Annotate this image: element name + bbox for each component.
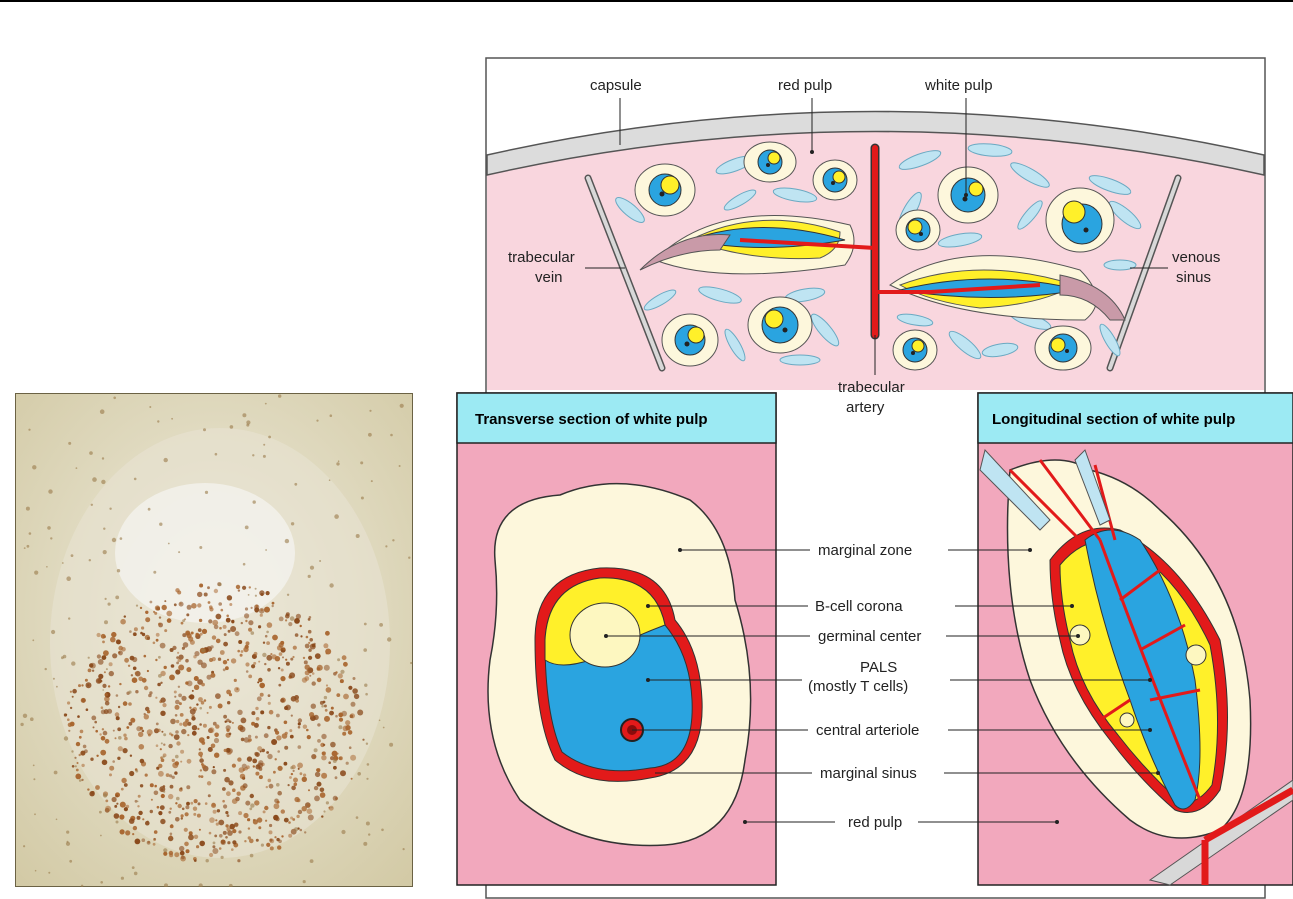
label-central-arteriole: central arteriole bbox=[816, 722, 919, 739]
label-venous-sinus-1: venous bbox=[1172, 249, 1220, 266]
label-venous-sinus-2: sinus bbox=[1176, 269, 1211, 286]
label-trabecular-artery-2: artery bbox=[846, 399, 885, 416]
label-capsule: capsule bbox=[590, 77, 642, 94]
label-red-pulp-bottom: red pulp bbox=[848, 814, 902, 831]
transverse-title: Transverse section of white pulp bbox=[475, 411, 708, 428]
label-trabecular-vein-1: trabecular bbox=[508, 249, 575, 266]
label-marginal-zone: marginal zone bbox=[818, 542, 912, 559]
label-trabecular-vein-2: vein bbox=[535, 269, 563, 286]
label-pals-2: (mostly T cells) bbox=[808, 678, 908, 695]
label-marginal-sinus: marginal sinus bbox=[820, 765, 917, 782]
label-white-pulp-top: white pulp bbox=[924, 77, 993, 94]
longitudinal-title: Longitudinal section of white pulp bbox=[992, 411, 1235, 428]
label-pals-1: PALS bbox=[860, 659, 897, 676]
label-red-pulp-top: red pulp bbox=[778, 77, 832, 94]
label-germinal-center: germinal center bbox=[818, 628, 921, 645]
label-b-cell-corona: B-cell corona bbox=[815, 598, 903, 615]
label-trabecular-artery-1: trabecular bbox=[838, 379, 905, 396]
